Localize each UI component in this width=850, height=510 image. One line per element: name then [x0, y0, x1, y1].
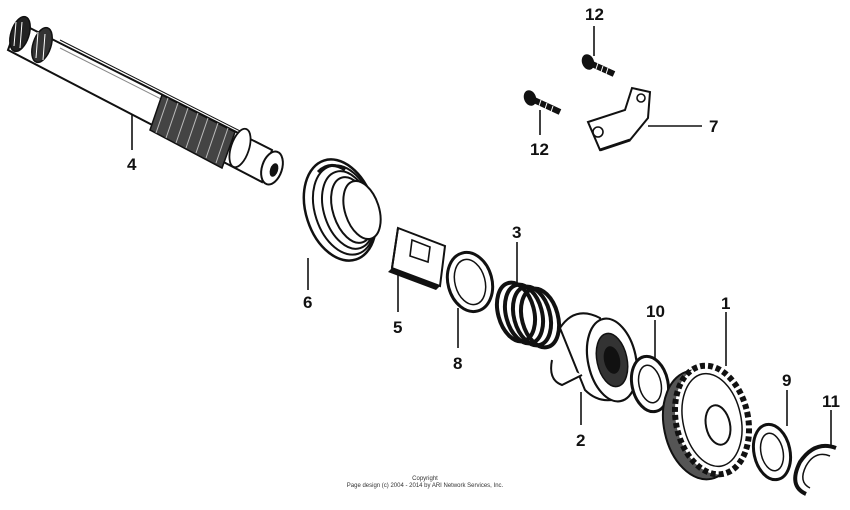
label-4: 4: [127, 155, 137, 174]
label-9: 9: [782, 371, 791, 390]
label-3: 3: [512, 223, 521, 242]
part-labels: 4 6 5 8 3 2 10 1 9 11 7 12 12: [127, 5, 840, 450]
part-5-ratchet-guide: [388, 226, 447, 290]
copyright-title: Copyright: [412, 476, 438, 482]
label-7: 7: [709, 117, 718, 136]
copyright-notice: Page design (c) 2004 - 2014 by ARI Netwo…: [346, 483, 504, 489]
part-11-circlip: [793, 443, 837, 496]
part-12-bolt-upper: [581, 54, 616, 77]
label-12-upper: 12: [585, 5, 604, 24]
part-3-ratchet-spring: [494, 280, 562, 350]
part-7-stopper-plate: [586, 86, 652, 152]
label-12-lower: 12: [530, 140, 549, 159]
part-9-washer: [751, 422, 793, 482]
label-6: 6: [303, 293, 312, 312]
part-4-spindle-shaft: [6, 15, 284, 186]
part-6-kick-spring: [302, 158, 382, 262]
part-8-thrust-washer: [445, 250, 495, 314]
part-2-ratchet: [550, 312, 639, 403]
copyright-block: Copyright Page design (c) 2004 - 2014 by…: [300, 476, 550, 490]
label-11: 11: [822, 392, 840, 411]
leader-lines: [131, 26, 832, 446]
label-5: 5: [393, 318, 402, 337]
label-1: 1: [721, 294, 730, 313]
label-8: 8: [453, 354, 462, 373]
part-12-bolt-lower: [523, 90, 562, 115]
label-10: 10: [646, 302, 665, 321]
label-2: 2: [576, 431, 585, 450]
part-1-idle-gear: [661, 362, 753, 481]
part-10-washer: [629, 354, 671, 414]
